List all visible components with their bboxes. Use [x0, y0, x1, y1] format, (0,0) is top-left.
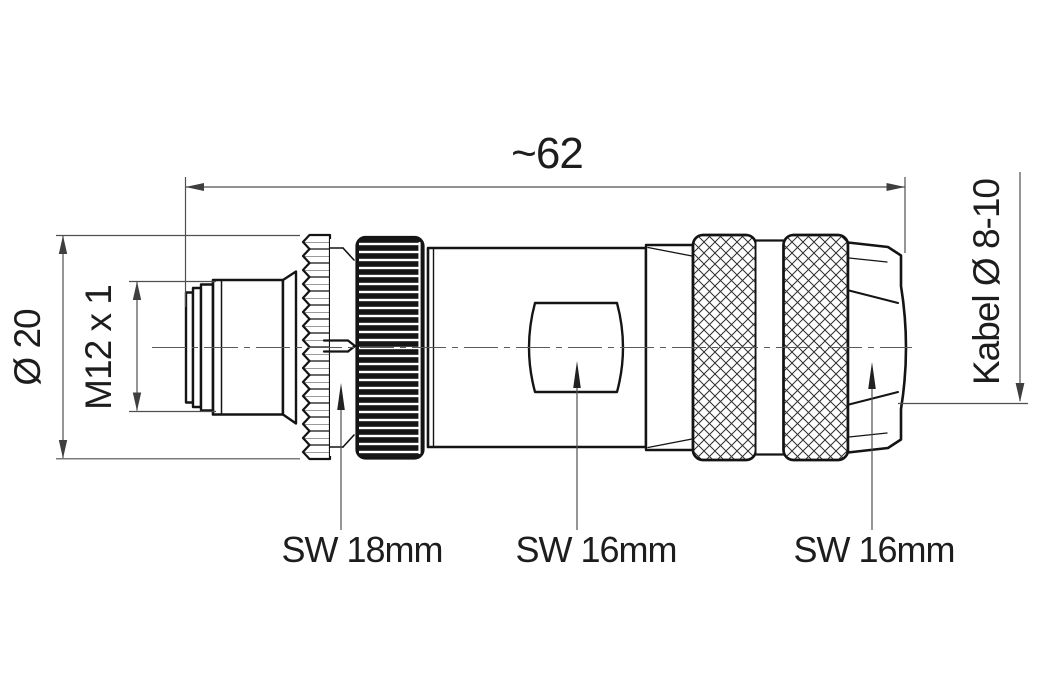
cable-diameter-label: Kabel Ø 8-10: [966, 179, 1007, 385]
arrowhead-up: [132, 281, 142, 300]
center-slot: [322, 339, 357, 353]
sw18-callout-label: SW 18mm: [281, 529, 442, 570]
gland-knurl-rear: [782, 233, 850, 462]
dimension-outer-diameter: [56, 234, 300, 460]
leader-arrow-up: [868, 362, 876, 389]
cable-gland-cap: [846, 241, 908, 454]
dimension-overall-length: [184, 177, 906, 307]
dimension-thread: [129, 280, 216, 413]
arrowhead-down: [132, 392, 142, 411]
leader-arrow-up: [337, 383, 345, 410]
arrowhead-left: [185, 183, 204, 191]
arrowhead-right: [886, 183, 905, 191]
callout-leader-sw16-mid: [573, 361, 581, 530]
leader-arrow-up: [573, 361, 581, 388]
sw16-mid-callout-label: SW 16mm: [515, 529, 676, 570]
arrowhead-down: [58, 440, 68, 459]
outer-diameter-label: Ø 20: [7, 309, 48, 386]
sw16-rear-callout-label: SW 16mm: [793, 529, 954, 570]
overall-length-label: ~62: [511, 129, 583, 178]
thread-label: M12 x 1: [78, 285, 119, 410]
arrowhead-up: [58, 235, 68, 254]
arrowhead-down: [1015, 383, 1025, 402]
dimension-cable-diameter: [898, 172, 1028, 405]
callout-leader-sw16-rear: [868, 362, 876, 530]
callout-leader-sw18: [337, 383, 345, 530]
